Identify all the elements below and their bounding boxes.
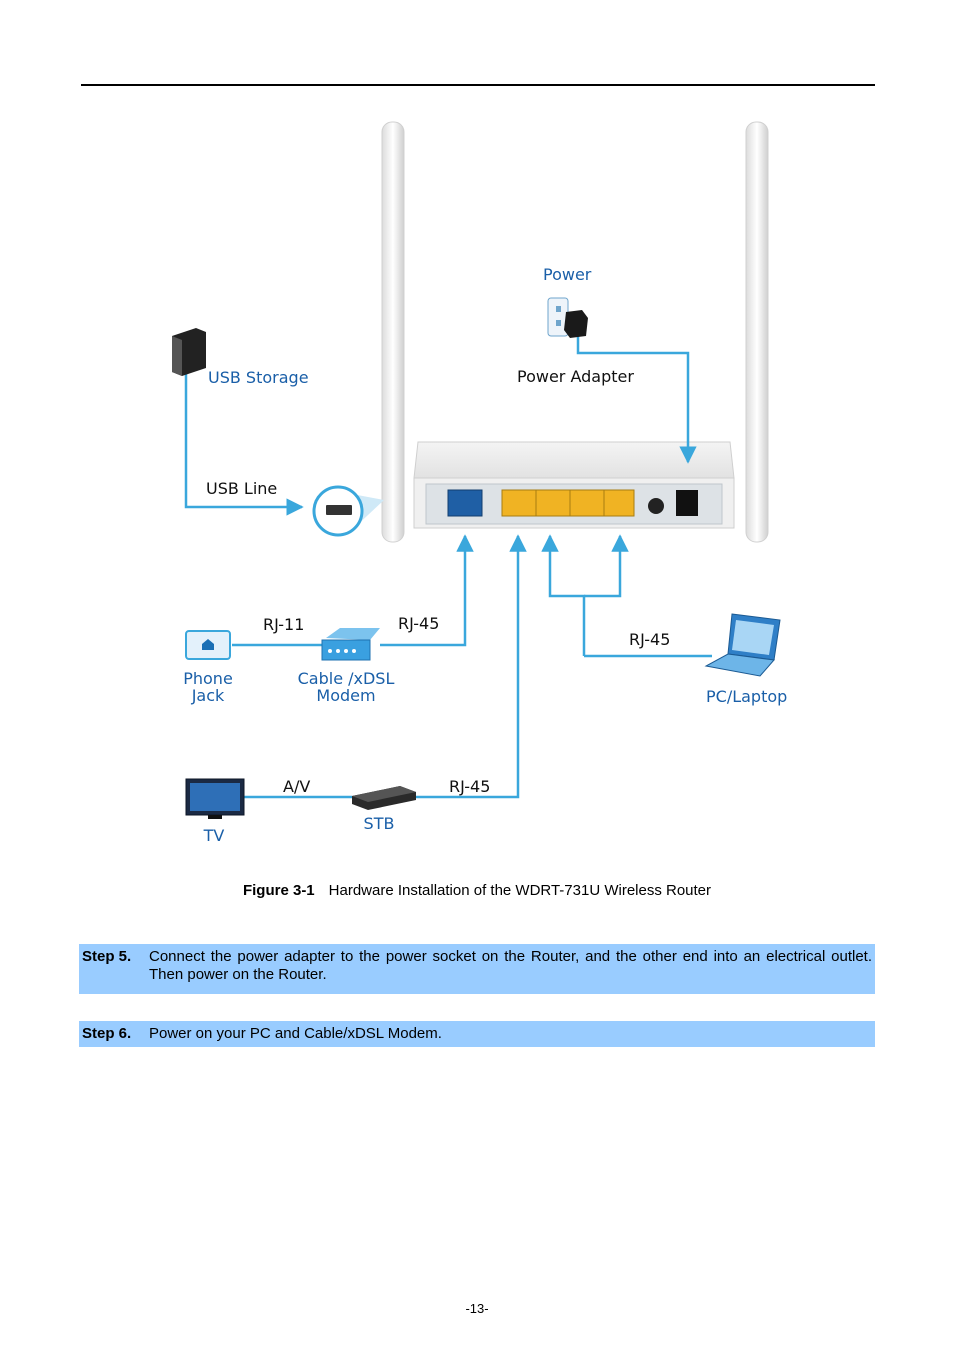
stb-icon xyxy=(352,786,416,810)
lan-port-3 xyxy=(569,489,605,517)
label-power-adapter: Power Adapter xyxy=(517,367,634,386)
figure-label: Figure 3-1 xyxy=(242,882,315,899)
label-pc-laptop: PC/Laptop xyxy=(706,687,787,706)
connection-lines xyxy=(184,336,712,799)
lan-port-4 xyxy=(603,489,635,517)
label-power: Power xyxy=(543,265,592,284)
label-rj45-modem: RJ-45 xyxy=(398,614,439,633)
tv-icon xyxy=(185,778,245,819)
label-phone-jack-line2: Jack xyxy=(191,686,225,705)
label-phone-jack-line1: Phone xyxy=(183,669,233,688)
step-5: Step 5. Connect the power adapter to the… xyxy=(79,944,875,994)
wan-port xyxy=(447,489,483,517)
step-6-number: Step 6. xyxy=(82,1025,132,1042)
header-rule xyxy=(81,84,875,86)
label-modem-line1: Cable /xDSL xyxy=(298,669,395,688)
lan-port-1 xyxy=(501,489,537,517)
lan-port-2 xyxy=(535,489,571,517)
antenna-left xyxy=(381,121,405,543)
step-5-text: Connect the power adapter to the power s… xyxy=(149,948,872,983)
page-number: -13- xyxy=(465,1301,489,1316)
label-stb: STB xyxy=(364,814,395,833)
power-adapter-icon xyxy=(564,310,588,338)
laptop-icon xyxy=(704,613,781,677)
label-rj45-stb: RJ-45 xyxy=(449,777,490,796)
usb-port-callout xyxy=(312,485,384,537)
label-usb-storage: USB Storage xyxy=(208,368,309,387)
label-rj11: RJ-11 xyxy=(263,615,304,634)
router xyxy=(413,441,735,529)
wps-button xyxy=(648,498,664,514)
power-outlet-icon xyxy=(547,297,569,337)
label-av: A/V xyxy=(283,777,310,796)
step-5-number: Step 5. xyxy=(82,948,132,965)
label-tv: TV xyxy=(203,826,225,845)
figure-title: Hardware Installation of the WDRT-731U W… xyxy=(328,882,712,899)
power-socket xyxy=(676,490,698,516)
label-usb-line: USB Line xyxy=(206,479,277,498)
label-modem-line2: Modem xyxy=(316,686,375,705)
figure-caption: Figure 3-1 Hardware Installation of the W… xyxy=(0,882,954,899)
usb-storage-icon xyxy=(172,328,206,376)
label-rj45-pc: RJ-45 xyxy=(629,630,670,649)
installation-diagram: Power Power Adapter USB Storage USB Line… xyxy=(172,121,787,845)
modem-icon xyxy=(321,628,380,661)
phone-jack-icon xyxy=(185,630,231,660)
antenna-right xyxy=(745,121,769,543)
step-6: Step 6. Power on your PC and Cable/xDSL … xyxy=(79,1021,875,1047)
step-6-text: Power on your PC and Cable/xDSL Modem. xyxy=(149,1025,442,1042)
